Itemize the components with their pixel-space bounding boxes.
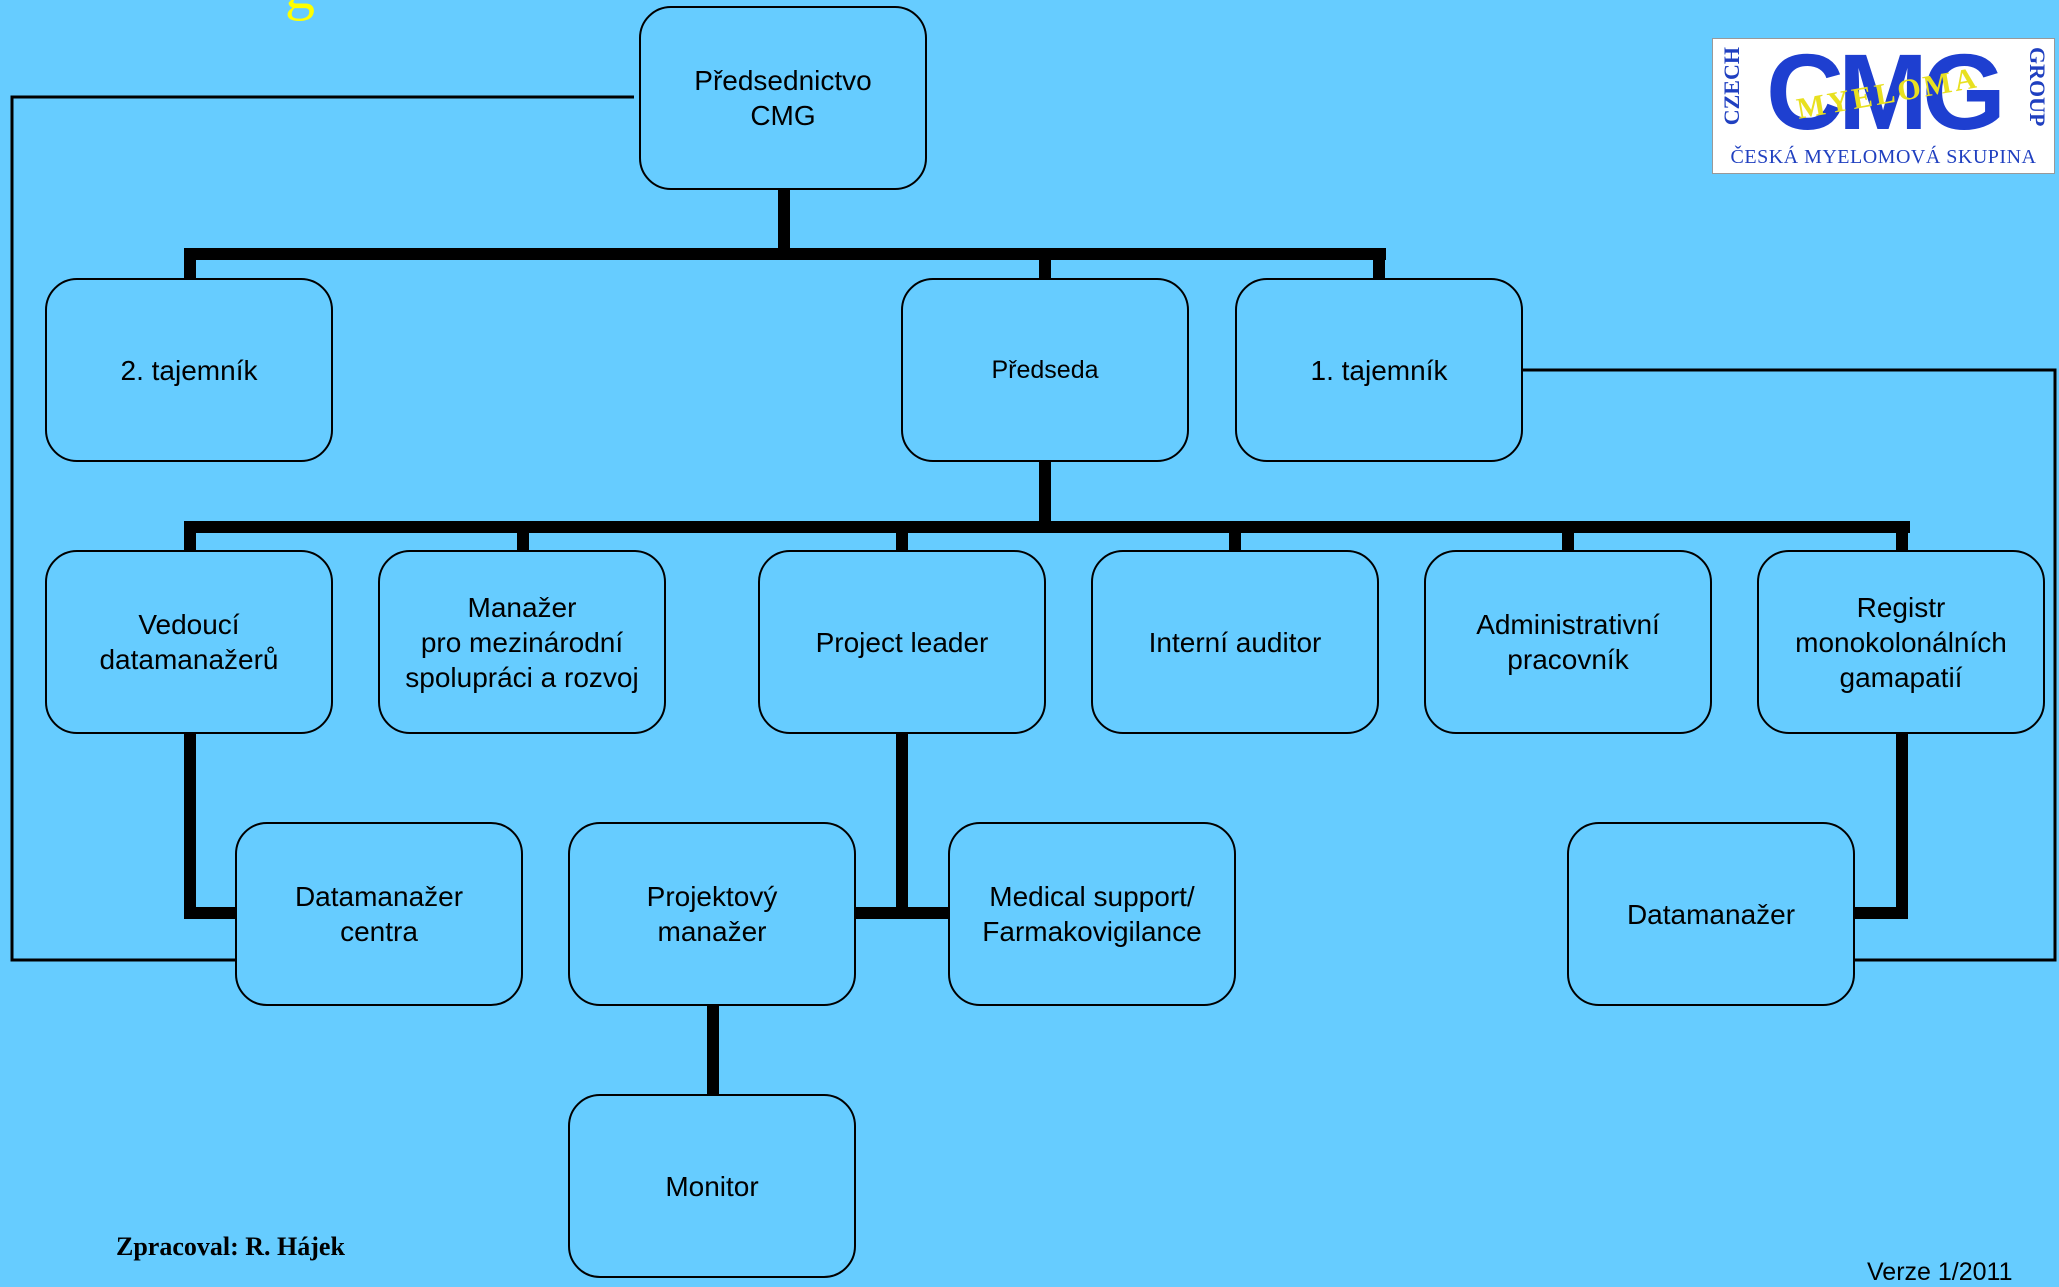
logo-cmg-text: CMG (1766, 38, 2006, 152)
loop-line-left (10, 95, 634, 962)
loop-line-right (1509, 368, 2057, 962)
logo-bottom-text: ČESKÁ MYELOMOVÁ SKUPINA (1730, 146, 2037, 168)
node-registry[interactable]: Registr monokolonálních gamapatií (1757, 550, 2045, 734)
node-secretary1[interactable]: 1. tajemník (1235, 278, 1523, 462)
node-datamanager[interactable]: Datamanažer (1567, 822, 1855, 1006)
node-project-manager[interactable]: Projektový manažer (568, 822, 856, 1006)
node-center-datamanager[interactable]: Datamanažer centra (235, 822, 523, 1006)
node-head-datamanagers[interactable]: Vedoucí datamanažerů (45, 550, 333, 734)
title-fragment: g (285, 0, 315, 18)
node-project-leader[interactable]: Project leader (758, 550, 1046, 734)
logo-right-text: GROUP (2025, 47, 2050, 127)
node-internal-auditor[interactable]: Interní auditor (1091, 550, 1379, 734)
author-credit: Zpracoval: R. Hájek (116, 1232, 345, 1261)
node-intl-manager[interactable]: Manažer pro mezinárodní spolupráci a roz… (378, 550, 666, 734)
node-medical-support[interactable]: Medical support/ Farmakovigilance (948, 822, 1236, 1006)
logo-left-text: CZECH (1719, 47, 1744, 126)
node-presidium[interactable]: Předsednictvo CMG (639, 6, 927, 190)
node-chairman[interactable]: Předseda (901, 278, 1189, 462)
node-secretary2[interactable]: 2. tajemník (45, 278, 333, 462)
node-admin-worker[interactable]: Administrativní pracovník (1424, 550, 1712, 734)
cmg-logo: CZECH CMG MYELOMA GROUP ČESKÁ MYELOMOVÁ … (1712, 38, 2055, 174)
link-registry-to-datamanager (1853, 733, 1908, 919)
link-head-to-center-datamanager (184, 733, 238, 919)
node-monitor[interactable]: Monitor (568, 1094, 856, 1278)
version-label: Verze 1/2011 (1867, 1258, 2013, 1286)
